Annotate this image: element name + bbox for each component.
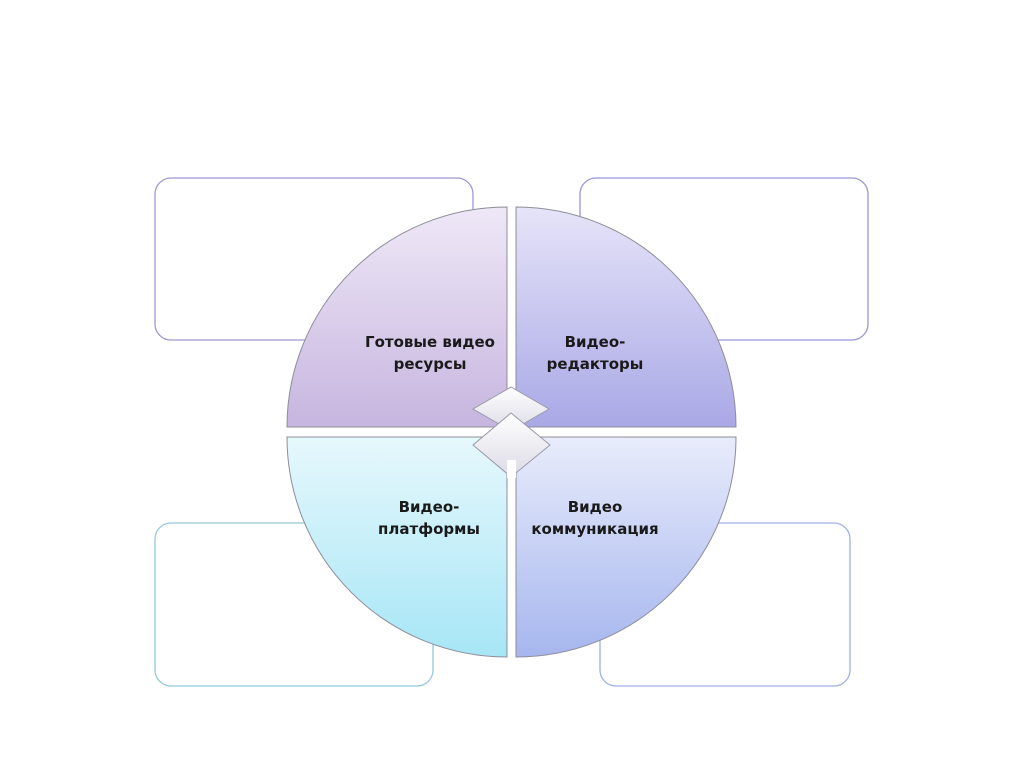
quadrant-label-top-right-2: редакторы [547, 355, 644, 373]
quadrant-bottom-right [515, 436, 737, 658]
quadrant-label-bottom-left-2: платформы [378, 520, 480, 538]
quadrant-bottom-left [286, 436, 508, 658]
quadrant-label-bottom-left-1: Видео- [399, 498, 460, 516]
quadrant-label-top-left-2: ресурсы [394, 355, 467, 373]
quadrant-label-top-left-1: Готовые видео [365, 333, 495, 351]
quadrant-top-right [515, 206, 737, 428]
diamond-notch [507, 460, 516, 478]
quadrant-top-left [286, 206, 508, 428]
quadrant-label-bottom-right-2: коммуникация [531, 520, 658, 538]
quadrant-label-bottom-right-1: Видео [568, 498, 623, 516]
quadrant-label-top-right-1: Видео- [565, 333, 626, 351]
